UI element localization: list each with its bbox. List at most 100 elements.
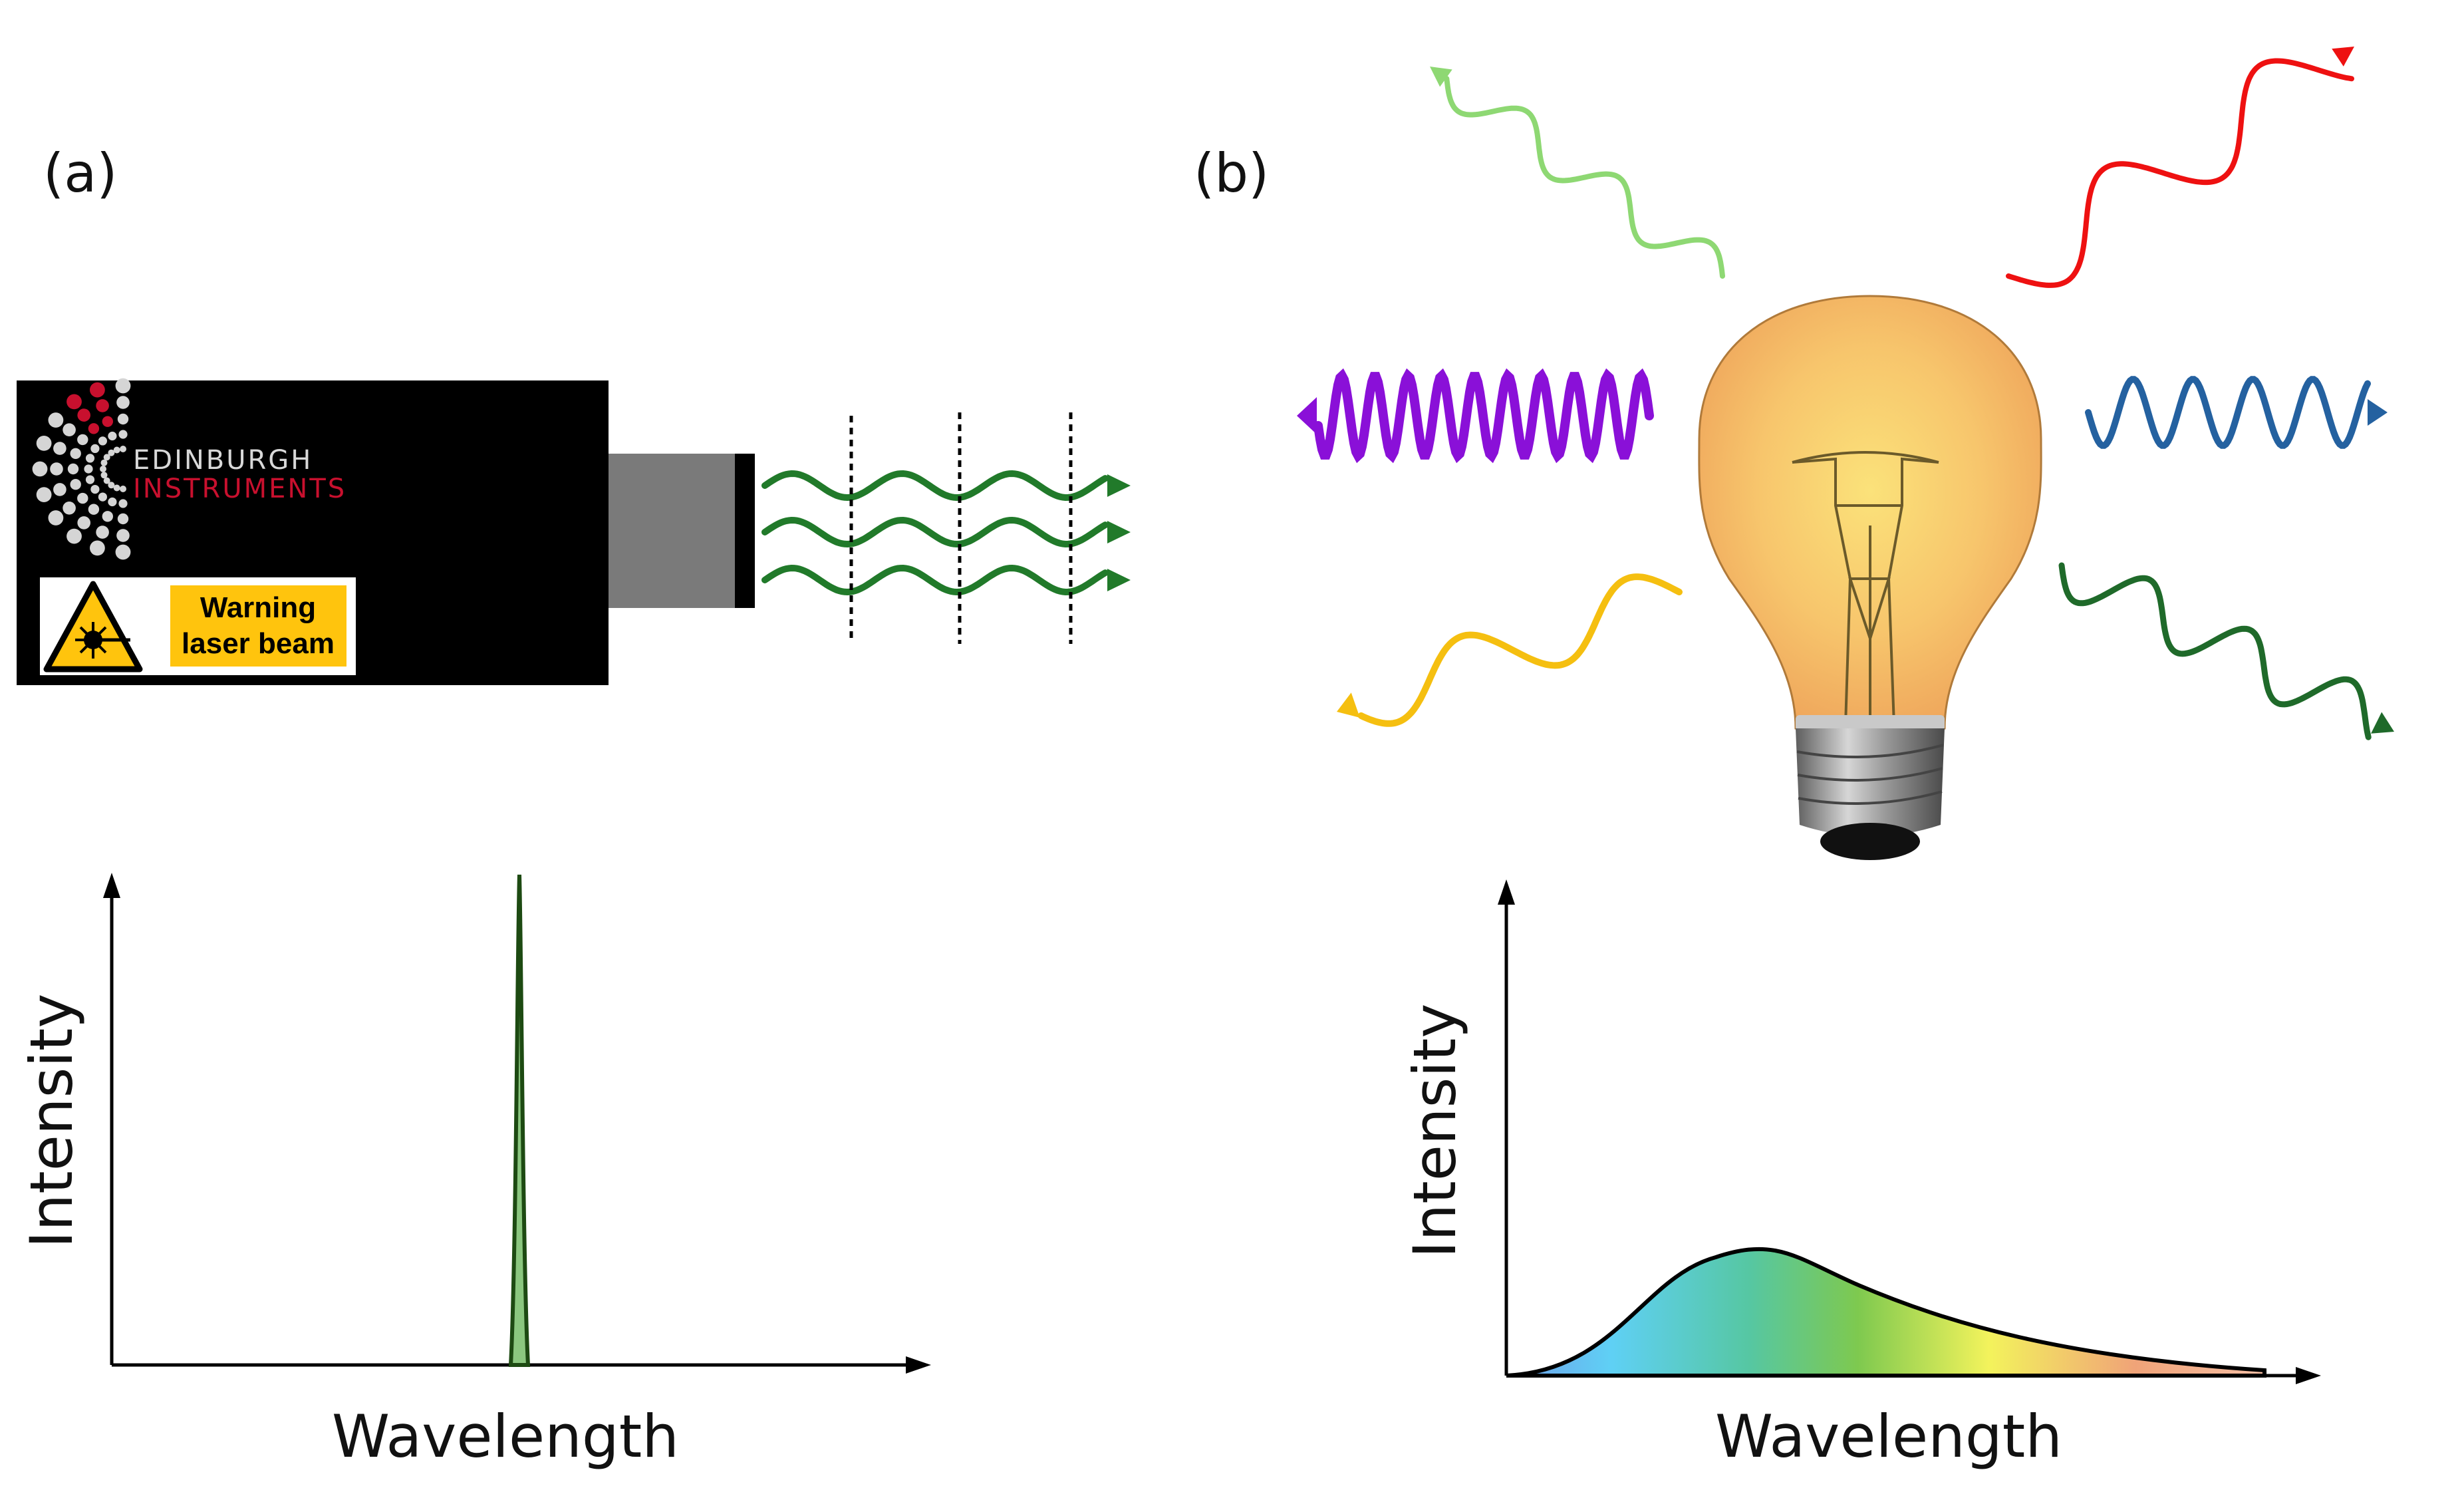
logo-dot xyxy=(67,463,79,475)
logo-dot xyxy=(84,464,93,474)
photon-arrowhead-icon xyxy=(2371,712,2394,734)
y-axis-arrow-icon xyxy=(103,873,120,898)
logo-dot xyxy=(118,430,128,439)
photon-wave xyxy=(1357,573,1683,727)
laser-nozzle xyxy=(609,454,735,608)
logo-dot xyxy=(88,504,100,515)
y-axis-label: Intensity xyxy=(17,993,86,1248)
logo-dot xyxy=(108,497,117,507)
warning-line2: laser beam xyxy=(182,627,335,660)
logo-dot xyxy=(50,462,63,476)
logo-dot xyxy=(77,516,90,529)
logo-dot xyxy=(108,482,115,489)
panel-b-label: (b) xyxy=(1194,142,1269,204)
logo-dot xyxy=(103,454,110,461)
logo-dot xyxy=(120,486,126,492)
wavefront-lines xyxy=(849,412,1073,644)
logo-dot xyxy=(113,484,120,492)
photon-wave xyxy=(1313,368,1654,464)
logo-dot xyxy=(63,502,76,515)
logo-dot xyxy=(77,434,88,446)
logo-dot xyxy=(90,382,105,398)
logo-dot xyxy=(48,510,64,525)
light-bulb-icon xyxy=(1698,295,2042,860)
logo-dot xyxy=(63,423,76,436)
beam-arrowhead-icon xyxy=(1107,474,1131,497)
bulb-glass xyxy=(1698,295,2042,730)
photon-wave xyxy=(2006,58,2354,288)
logo-dot xyxy=(100,459,108,466)
logo-dot xyxy=(98,436,107,446)
logo-dot xyxy=(96,525,109,539)
beam-wave xyxy=(761,564,1109,596)
logo-dot xyxy=(115,544,131,560)
x-axis-arrow-icon xyxy=(2296,1367,2321,1384)
logo-dot xyxy=(117,413,129,425)
bulb-base xyxy=(1796,728,1945,837)
warning-label-bg xyxy=(170,585,346,667)
warning-line1: Warning xyxy=(200,591,316,624)
laser-beam-waves xyxy=(761,470,1131,596)
x-axis-label: Wavelength xyxy=(1715,1402,2062,1471)
logo-dot xyxy=(85,475,95,484)
logo-dot xyxy=(77,408,90,422)
logo-dot xyxy=(102,416,113,427)
logo-dot xyxy=(70,479,81,490)
logo-dot xyxy=(102,511,113,522)
laser-spectrum-plot: Wavelength Intensity xyxy=(17,873,931,1471)
logo-dot xyxy=(100,466,106,472)
panel-a-label: (a) xyxy=(43,142,117,204)
x-axis-arrow-icon xyxy=(906,1356,931,1374)
coherent-beam xyxy=(761,412,1131,644)
blackbody-curve xyxy=(1506,1247,2266,1378)
x-axis-label: Wavelength xyxy=(332,1402,679,1471)
laser-aperture xyxy=(735,454,755,608)
beam-wave xyxy=(761,516,1109,548)
logo-dot xyxy=(98,492,107,502)
laser-brand-line2: INSTRUMENTS xyxy=(133,474,346,504)
logo-dot xyxy=(118,499,128,508)
logo-dot xyxy=(96,399,109,412)
logo-dot xyxy=(108,431,117,441)
logo-dot xyxy=(108,449,115,456)
beam-wave xyxy=(761,470,1109,502)
logo-dot xyxy=(100,472,108,479)
bulb-filament xyxy=(1792,451,1939,726)
logo-dot xyxy=(90,444,100,454)
logo-dot xyxy=(32,461,48,477)
logo-dot xyxy=(90,485,100,494)
logo-dot xyxy=(120,446,126,452)
logo-dot xyxy=(103,477,110,484)
bulb-spectrum-plot: Wavelength Intensity xyxy=(1401,879,2321,1471)
photon-arrowhead-icon xyxy=(1337,692,1360,718)
photon-arrowhead-icon xyxy=(2332,47,2354,67)
incoherent-photons xyxy=(1297,47,2394,740)
beam-arrowhead-icon xyxy=(1107,521,1131,543)
warning-sticker: Warning laser beam xyxy=(40,577,356,675)
photon-wave xyxy=(2085,376,2371,449)
photon-arrowhead-icon xyxy=(2368,399,2388,426)
logo-dot xyxy=(88,423,100,434)
logo-dot xyxy=(116,396,130,409)
edinburgh-logo-icon xyxy=(32,378,131,560)
logo-dot xyxy=(115,378,131,394)
laser-hazard-icon xyxy=(43,581,143,673)
logo-dot xyxy=(70,448,81,459)
logo-dot xyxy=(90,540,105,556)
bulb-contact xyxy=(1820,823,1920,860)
bulb-collar xyxy=(1796,715,1945,731)
y-axis-label: Intensity xyxy=(1401,1003,1469,1258)
laser-peak xyxy=(508,874,531,1367)
logo-dot xyxy=(36,487,52,502)
logo-dot xyxy=(85,454,95,463)
logo-dot xyxy=(48,412,64,428)
laser-brand-line1: EDINBURGH xyxy=(133,445,313,476)
logo-dot xyxy=(53,442,67,455)
laser-device: EDINBURGH INSTRUMENTS Warning laser beam xyxy=(17,378,755,685)
logo-dot xyxy=(113,446,120,454)
bulb-threads xyxy=(1796,744,1944,805)
logo-dot xyxy=(67,528,82,544)
logo-dot xyxy=(117,513,129,525)
